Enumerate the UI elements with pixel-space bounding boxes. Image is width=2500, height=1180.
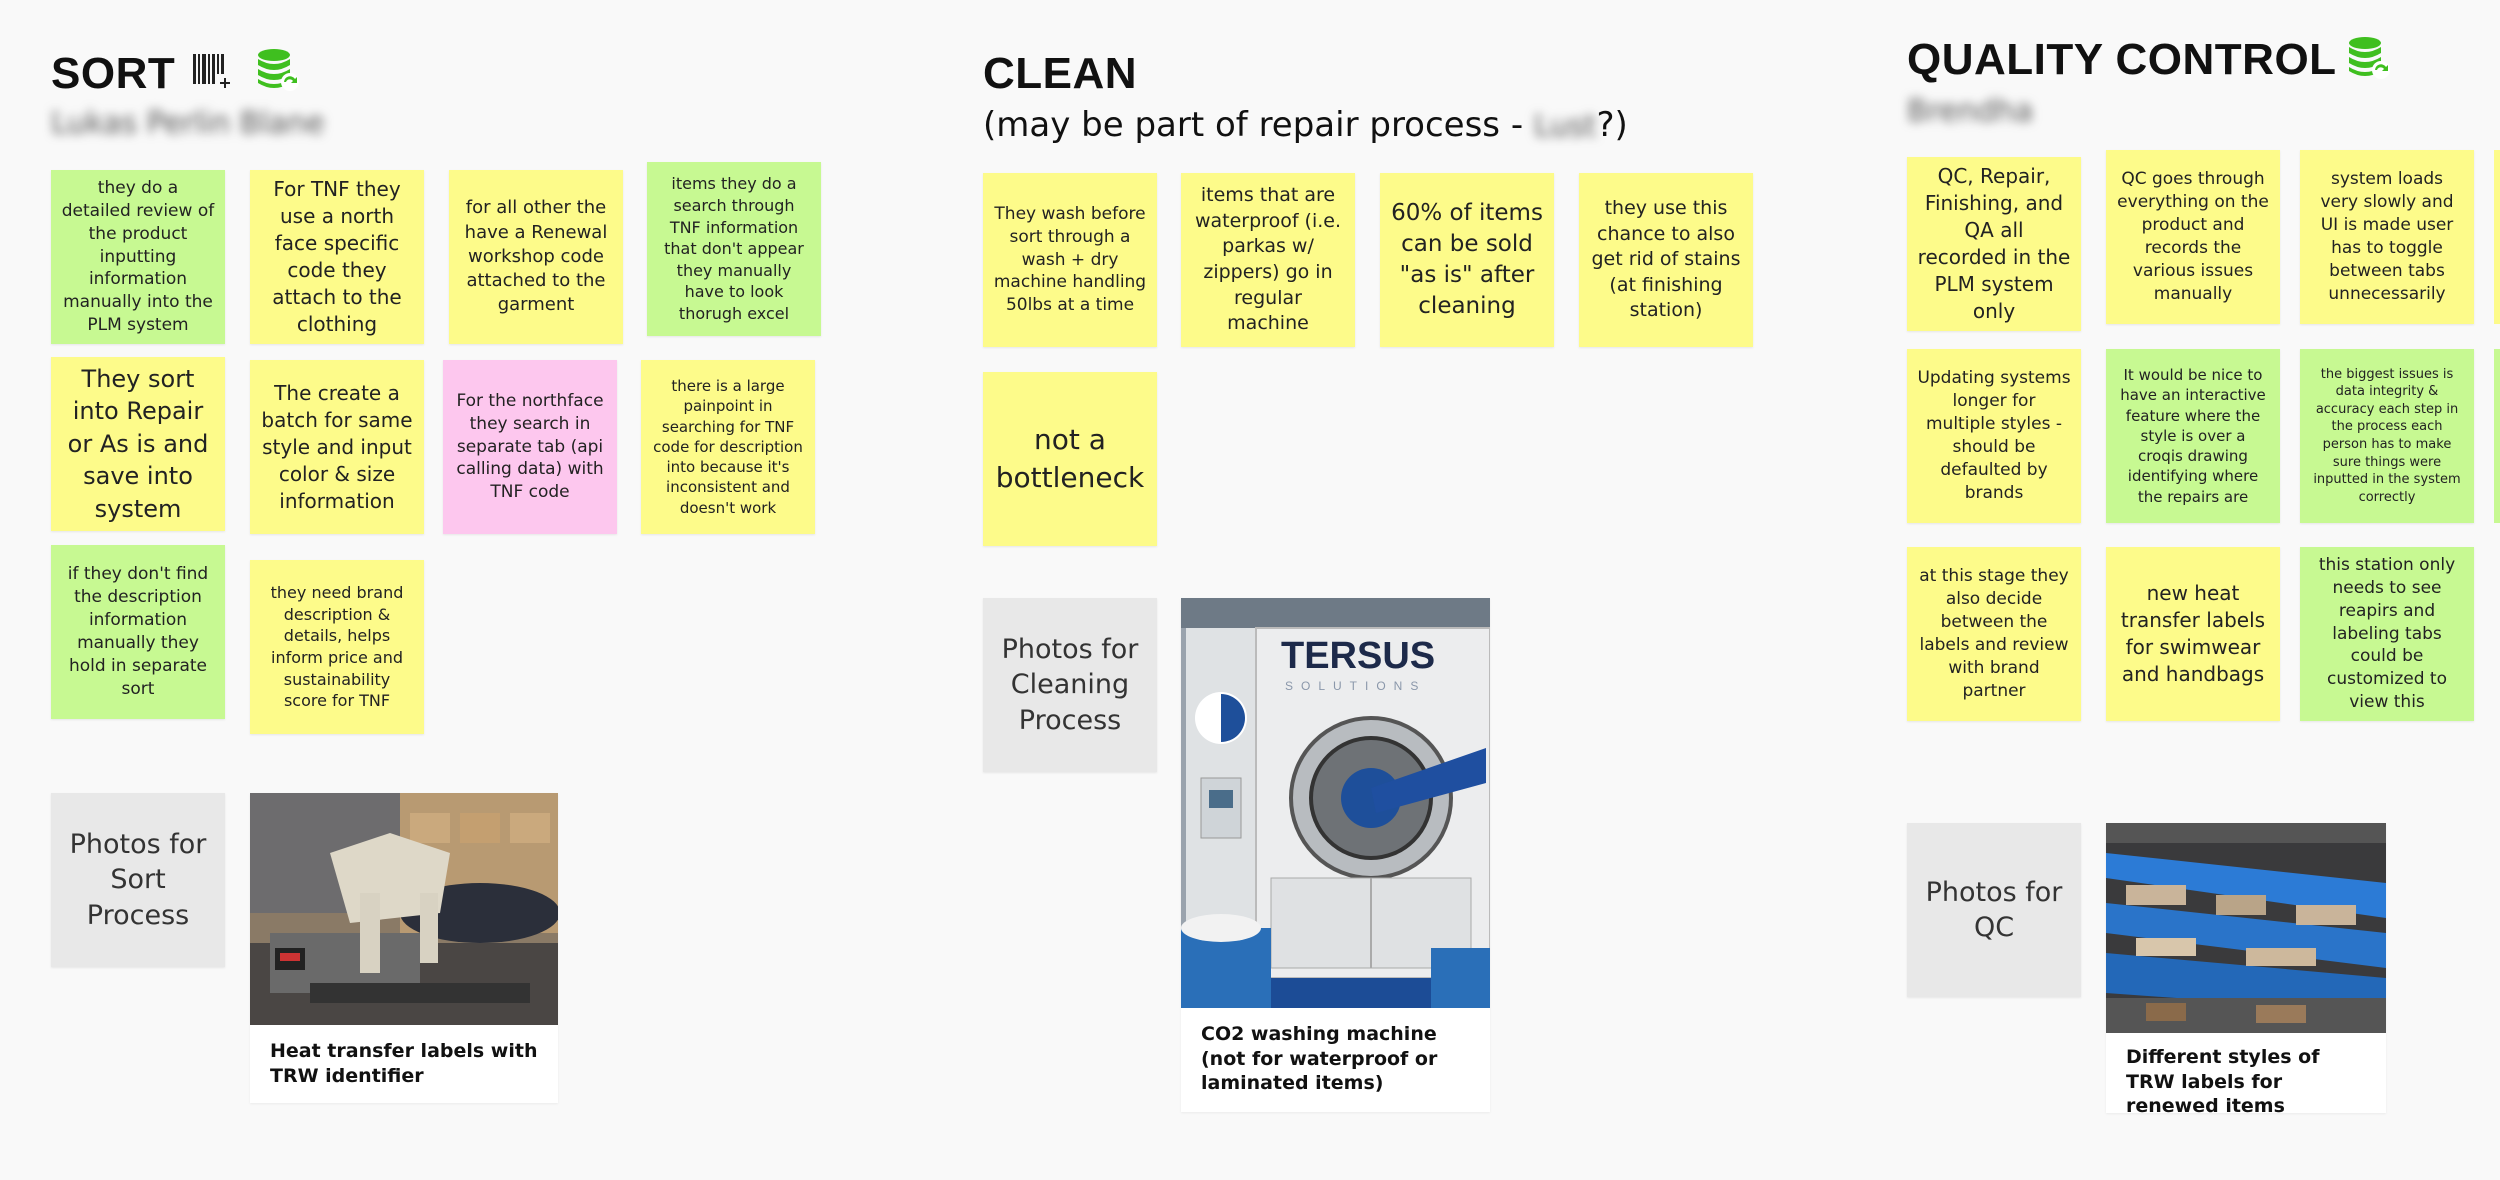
clean-subtitle-prefix: (may be part of repair process - bbox=[983, 105, 1534, 145]
sticky-note[interactable]: They sort into Repair or As is and save … bbox=[51, 357, 225, 531]
database-sync-icon bbox=[2349, 37, 2390, 79]
sticky-note[interactable]: They wash before sort through a wash + d… bbox=[983, 173, 1157, 347]
sticky-note[interactable]: this station only needs to see reapirs a… bbox=[2300, 547, 2474, 721]
photos-label-sort: Photos for Sort Process bbox=[51, 793, 225, 967]
sticky-note[interactable]: if they don't find the description infor… bbox=[51, 545, 225, 719]
sticky-note[interactable]: they use this chance to also get rid of … bbox=[1579, 173, 1753, 347]
sticky-note[interactable]: QC, Repair, Finishing, and QA all record… bbox=[1907, 157, 2081, 331]
sort-participants: Lukas Perlin Blane bbox=[51, 106, 325, 141]
database-sync-icon bbox=[258, 49, 299, 91]
sticky-note[interactable]: for all other the have a Renewal worksho… bbox=[449, 170, 623, 344]
photo-caption: Different styles of TRW labels for renew… bbox=[2126, 1046, 2320, 1118]
machine-sub-text: SOLUTIONS bbox=[1285, 679, 1426, 693]
offscreen-note-edge bbox=[2494, 150, 2500, 324]
photo-card-trw-labels[interactable]: Different styles of TRW labels for renew… bbox=[2106, 823, 2386, 1117]
machine-brand-text: TERSUS bbox=[1281, 635, 1435, 677]
sticky-note[interactable]: items that are waterproof (i.e. parkas w… bbox=[1181, 173, 1355, 347]
clean-subtitle-blurred: Lust bbox=[1533, 109, 1597, 144]
sticky-note[interactable]: items they do a search through TNF infor… bbox=[647, 162, 821, 336]
clean-title: CLEAN bbox=[983, 49, 1138, 98]
sticky-note[interactable]: The create a batch for same style and in… bbox=[250, 360, 424, 534]
qc-participants: Brendha bbox=[1907, 94, 2034, 129]
sticky-note[interactable]: Updating systems longer for multiple sty… bbox=[1907, 349, 2081, 523]
sticky-note[interactable]: QC goes through everything on the produc… bbox=[2106, 150, 2280, 324]
clean-subtitle-suffix: ?) bbox=[1596, 105, 1628, 145]
sticky-note[interactable]: the biggest issues is data integrity & a… bbox=[2300, 349, 2474, 523]
washing-machine-photo: TERSUS SOLUTIONS bbox=[1181, 598, 1490, 1008]
photo-card-heat-transfer[interactable]: Heat transfer labels with TRW identifier bbox=[250, 793, 558, 1103]
photos-label-clean: Photos for Cleaning Process bbox=[983, 598, 1157, 772]
offscreen-note-edge bbox=[2494, 349, 2500, 523]
sticky-note[interactable]: they need brand description & details, h… bbox=[250, 560, 424, 734]
barcode-plus-icon bbox=[193, 54, 230, 88]
sticky-note[interactable]: at this stage they also decide between t… bbox=[1907, 547, 2081, 721]
photo-caption: Heat transfer labels with TRW identifier bbox=[270, 1040, 538, 1087]
sticky-note[interactable]: there is a large painpoint in searching … bbox=[641, 360, 815, 534]
photo-card-co2-washer[interactable]: TERSUS SOLUTIONS CO2 washing machine (no… bbox=[1181, 598, 1490, 1112]
sticky-note[interactable]: they do a detailed review of the product… bbox=[51, 170, 225, 344]
sticky-note[interactable]: 60% of items can be sold "as is" after c… bbox=[1380, 173, 1554, 347]
sticky-note[interactable]: For TNF they use a north face specific c… bbox=[250, 170, 424, 344]
sticky-note[interactable]: It would be nice to have an interactive … bbox=[2106, 349, 2280, 523]
sticky-note[interactable]: For the northface they search in separat… bbox=[443, 360, 617, 534]
sticky-note[interactable]: system loads very slowly and UI is made … bbox=[2300, 150, 2474, 324]
photos-label-qc: Photos for QC bbox=[1907, 823, 2081, 997]
sticky-note[interactable]: not a bottleneck bbox=[983, 372, 1157, 546]
photo-caption: CO2 washing machine (not for waterproof … bbox=[1201, 1023, 1438, 1095]
clean-subtitle: (may be part of repair process - Lust?) bbox=[983, 108, 1628, 142]
sticky-note[interactable]: new heat transfer labels for swimwear an… bbox=[2106, 547, 2280, 721]
qc-title: QUALITY CONTROL bbox=[1907, 35, 2337, 84]
sort-title: SORT bbox=[51, 49, 176, 98]
heat-press-photo bbox=[250, 793, 558, 1025]
label-bins-photo bbox=[2106, 823, 2386, 1033]
